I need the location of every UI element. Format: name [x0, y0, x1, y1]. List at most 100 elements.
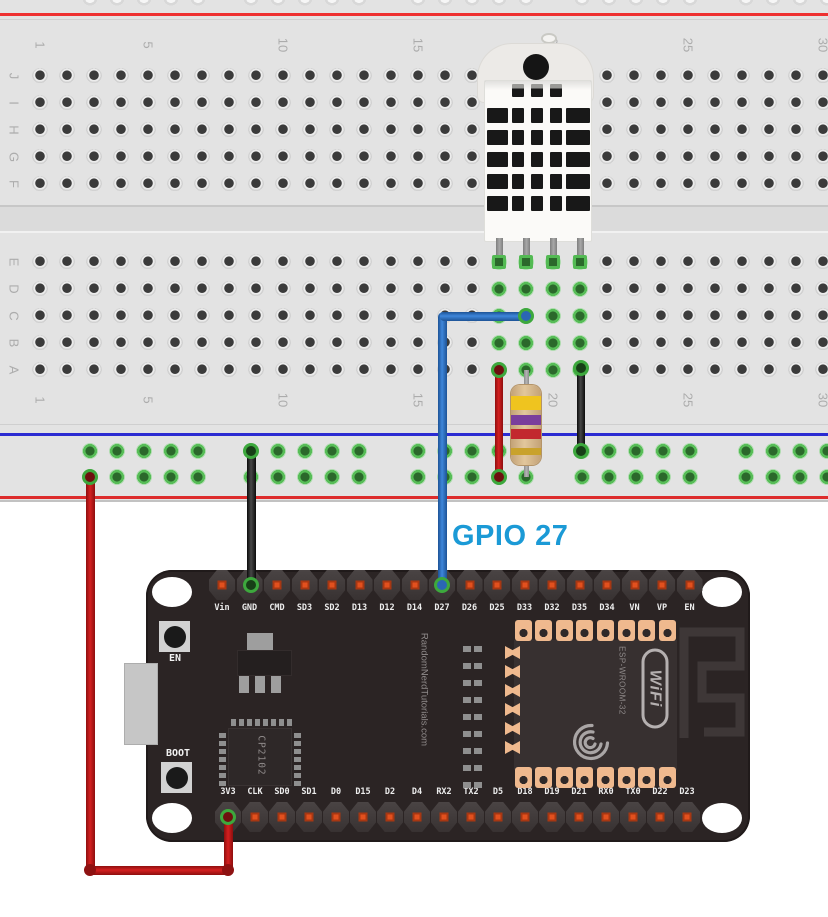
breadboard-hole — [680, 68, 696, 84]
breadboard-hole — [329, 95, 345, 111]
cp2102-chip — [228, 728, 292, 786]
sensor-vent-slot — [550, 174, 562, 189]
top-rail-hole — [82, 0, 98, 6]
breadboard-hole — [275, 68, 291, 84]
breadboard-hole — [815, 335, 828, 351]
module-pad — [638, 620, 656, 641]
pin-label: VP — [656, 603, 668, 613]
wire-bend — [222, 864, 234, 876]
pin-pad — [602, 580, 612, 590]
sensor-vent-slot — [487, 196, 508, 211]
breadboard-hole — [734, 149, 750, 165]
breadboard-hole — [761, 68, 777, 84]
chip-pad — [294, 733, 301, 738]
espressif-logo-icon — [572, 723, 610, 761]
breadboard-hole — [356, 281, 372, 297]
pin-pad — [466, 812, 476, 822]
pin-label: SD0 — [274, 787, 290, 797]
breadboard-hole — [410, 362, 426, 378]
breadboard-hole — [410, 68, 426, 84]
breadboard-hole — [221, 95, 237, 111]
top-rail-hole — [163, 0, 179, 6]
breadboard-hole — [788, 176, 804, 192]
chip-pad — [271, 719, 276, 726]
breadboard-hole — [383, 68, 399, 84]
pin-pad — [574, 812, 584, 822]
esp32-pin-sd2 — [319, 570, 345, 600]
breadboard-hole — [329, 362, 345, 378]
breadboard-hole — [32, 362, 48, 378]
breadboard-hole — [707, 281, 723, 297]
breadboard-hole — [140, 362, 156, 378]
breadboard-hole — [464, 176, 480, 192]
pin-label: SD3 — [296, 603, 313, 613]
sensor-vent-slot — [550, 196, 562, 211]
row-letter-label: E — [6, 257, 22, 267]
breadboard-hole — [302, 122, 318, 138]
pin-pad — [465, 580, 474, 590]
row-letter-label: B — [6, 338, 22, 348]
power-rail-hole — [792, 469, 808, 485]
module-pad — [555, 767, 573, 788]
breadboard-hole — [59, 335, 75, 351]
breadboard-hole — [140, 176, 156, 192]
breadboard-hole — [599, 281, 615, 297]
esp32-pin-d14 — [401, 570, 428, 600]
pin-pad — [331, 812, 341, 822]
pin-label: D19 — [544, 787, 560, 797]
esp32-pin-tx2 — [458, 802, 484, 832]
breadboard-hole — [653, 122, 669, 138]
pin-pad — [327, 580, 337, 590]
esp32-pin-tx0 — [620, 802, 646, 832]
breadboard-hole — [761, 308, 777, 324]
breadboard-hole — [680, 254, 696, 270]
boot-button-cap — [165, 766, 188, 789]
connection-sensor-gnd — [573, 360, 589, 376]
wire-gpio27-blue-vertical — [437, 312, 447, 585]
breadboard-hole — [815, 149, 828, 165]
breadboard-hole — [59, 122, 75, 138]
breadboard-hole — [194, 362, 210, 378]
breadboard-hole — [464, 95, 480, 111]
test-pad — [463, 680, 471, 686]
breadboard-hole — [626, 281, 642, 297]
esp32-pin-d23 — [674, 802, 700, 832]
en-button — [159, 621, 190, 652]
row-letter-label: F — [6, 180, 22, 188]
breadboard-hole — [221, 254, 237, 270]
breadboard-hole — [761, 149, 777, 165]
breadboard-hole — [140, 281, 156, 297]
breadboard-hole — [194, 68, 210, 84]
breadboard-hole — [626, 122, 642, 138]
test-pad — [463, 731, 471, 737]
esp32-pin-d2 — [377, 802, 403, 832]
breadboard-hole — [491, 335, 507, 351]
sensor-vent-slot — [487, 174, 508, 189]
breadboard-hole — [626, 68, 642, 84]
power-rail-hole — [765, 469, 781, 485]
breadboard-hole — [707, 254, 723, 270]
mounting-hole — [702, 577, 742, 607]
breadboard-hole — [626, 149, 642, 165]
module-pad — [617, 767, 635, 788]
breadboard-hole — [167, 149, 183, 165]
breadboard-hole — [572, 281, 588, 297]
boot-button-label: BOOT — [165, 748, 191, 759]
chip-pad — [294, 749, 301, 754]
breadboard-hole — [491, 281, 507, 297]
breadboard-hole — [707, 308, 723, 324]
sensor-vent-slot — [512, 108, 524, 123]
breadboard-hole — [815, 362, 828, 378]
pin-pad — [250, 812, 260, 822]
chip-pad — [287, 719, 292, 726]
esp32-pin-sd3 — [291, 570, 318, 600]
breadboard-hole — [248, 68, 264, 84]
wire-3v3-red-vertical — [85, 477, 95, 871]
breadboard-hole — [545, 308, 561, 324]
breadboard-hole — [599, 308, 615, 324]
module-side-pad — [505, 684, 520, 697]
power-rail-hole — [109, 443, 125, 459]
chip-pad — [263, 719, 268, 726]
breadboard-hole — [32, 176, 48, 192]
breadboard-hole — [599, 254, 615, 270]
